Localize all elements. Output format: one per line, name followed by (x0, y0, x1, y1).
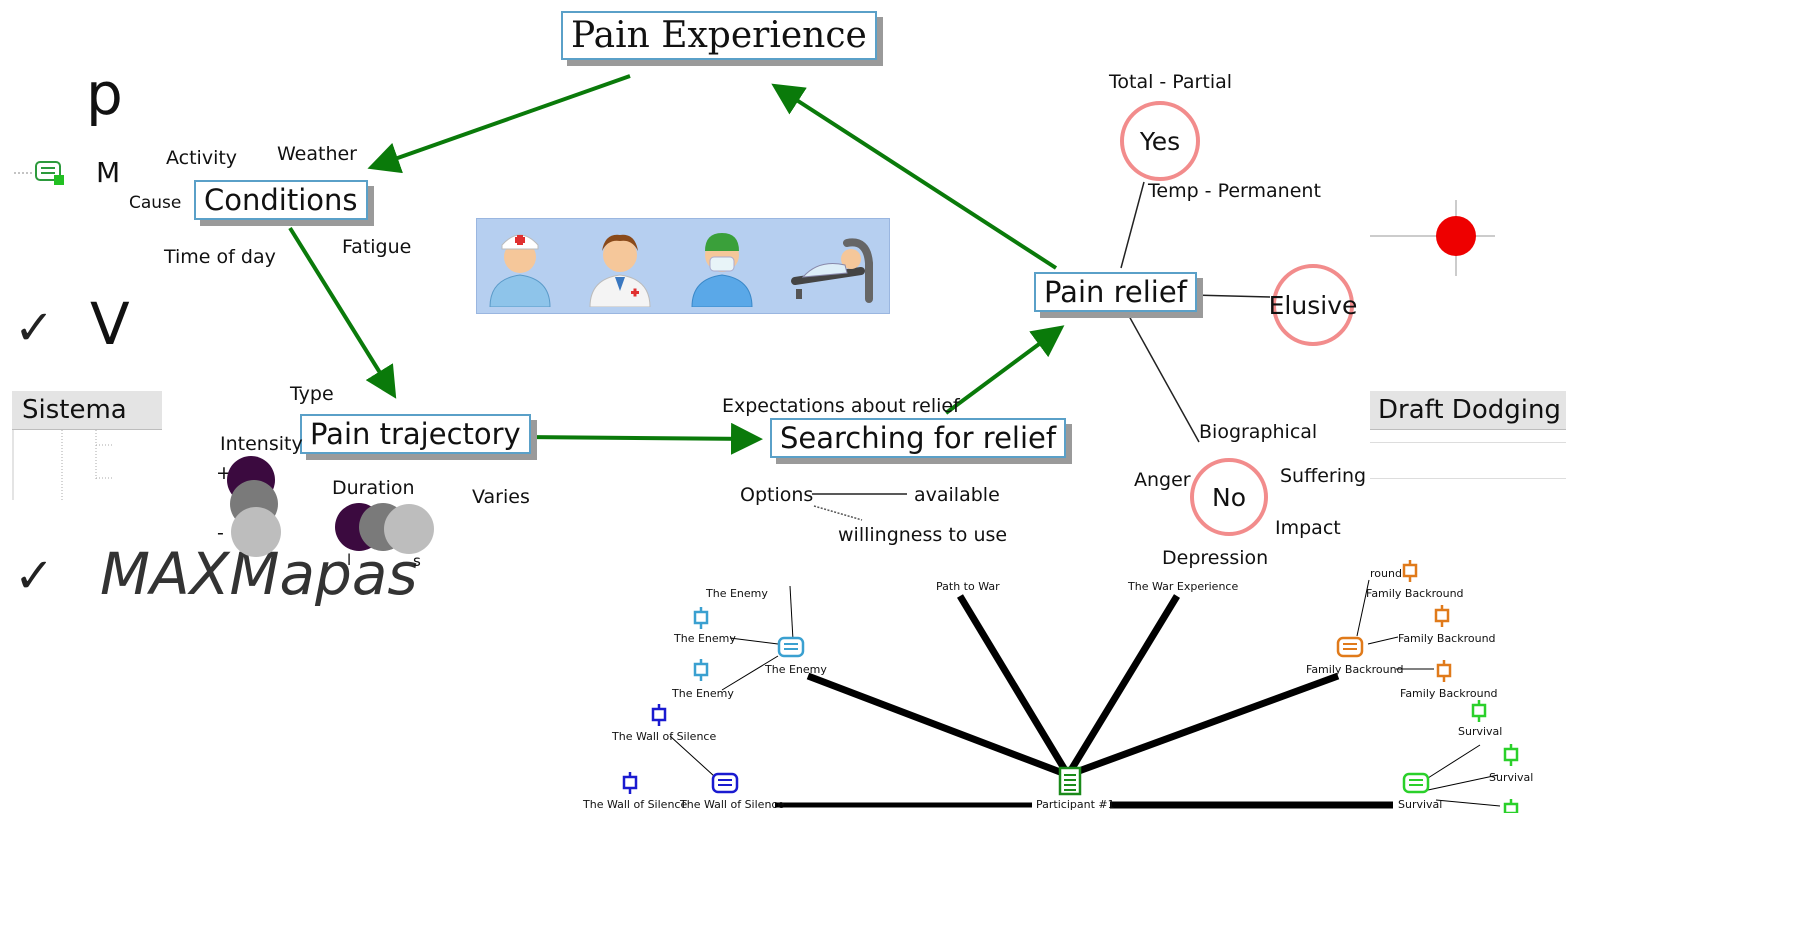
slide-text-line-m: M (96, 156, 121, 189)
label-family-backround: Family Backround (1306, 663, 1404, 676)
grid-header-left-label: Sistema (22, 395, 127, 425)
duration-dot-short (384, 504, 434, 554)
label-family-backround-cut: round (1370, 567, 1402, 580)
grid-divider (1370, 442, 1566, 443)
node-searching-for-relief[interactable]: Searching for relief (770, 418, 1067, 459)
label-wall-of-silence: The Wall of Silence (612, 730, 717, 743)
enemy-segment-icon (692, 607, 710, 633)
label-enemy: The Enemy (765, 663, 827, 676)
label-enemy: The Enemy (674, 632, 736, 645)
wall-group-icon (711, 772, 741, 800)
label-family-backround: Family Backround (1398, 632, 1496, 645)
label-impact: Impact (1275, 517, 1341, 539)
surgeon-icon (687, 225, 757, 311)
label-intensity: Intensity (220, 433, 303, 455)
label-wall-of-silence: The Wall of Silence (680, 798, 785, 811)
code-icon (14, 158, 74, 188)
label-survival: Survival (1458, 725, 1503, 738)
node-pain-relief[interactable]: Pain relief (1034, 272, 1197, 313)
label-path-to-war: Path to War (936, 580, 1000, 593)
label-duration-l: l (347, 551, 352, 569)
nurse-icon (485, 225, 555, 311)
node-pain-trajectory[interactable]: Pain trajectory (300, 414, 531, 455)
medical-icons-panel (476, 218, 890, 314)
label-suffering: Suffering (1280, 465, 1367, 487)
slide-text-line-p: p (86, 60, 123, 128)
label-fatigue: Fatigue (342, 236, 412, 258)
label-available: available (914, 484, 1000, 506)
label-intensity-minus: - (217, 522, 224, 544)
intensity-dot-low (231, 507, 281, 557)
red-marker-icon (1370, 200, 1500, 280)
label-duration: Duration (332, 477, 415, 499)
circle-elusive: Elusive (1269, 264, 1357, 346)
doctor-icon (585, 225, 655, 311)
checkmark-icon: ✓ (14, 548, 55, 604)
label-enemy: The Enemy (706, 587, 768, 600)
label-anger: Anger (1134, 469, 1191, 491)
label-participant: Participant #1 (1036, 798, 1115, 811)
label-options: Options (740, 484, 814, 506)
circle-no: No (1190, 458, 1268, 536)
circle-no-label: No (1212, 482, 1246, 512)
label-type: Type (290, 383, 334, 405)
enemy-segment-icon (692, 659, 710, 685)
label-depression: Depression (1162, 547, 1269, 569)
survival-segment-icon (1502, 744, 1520, 770)
wall-segment-icon (621, 772, 639, 798)
label-activity: Activity (166, 147, 238, 169)
label-enemy: The Enemy (672, 687, 734, 700)
label-war-experience: The War Experience (1128, 580, 1239, 593)
participant-document-icon (1058, 766, 1084, 800)
grid-header-right: Draft Dodging (1370, 391, 1566, 430)
grid-tree-lines (12, 430, 162, 500)
label-survival: Survival (1489, 771, 1534, 784)
node-conditions[interactable]: Conditions (194, 180, 368, 221)
grid-divider (1370, 478, 1566, 479)
label-wall-of-silence: The Wall of Silence (583, 798, 688, 811)
patient-bed-icon (789, 229, 879, 309)
label-family-backround: Family Backround (1400, 687, 1498, 700)
label-duration-s: s (413, 552, 421, 570)
grid-header-left: Sistema (12, 391, 162, 430)
label-expectations: Expectations about relief (722, 395, 960, 417)
checkmark-icon: ✓ (14, 300, 55, 356)
label-temp-permanent: Temp - Permanent (1148, 180, 1321, 202)
label-total-partial: Total - Partial (1109, 71, 1233, 93)
label-cause: Cause (129, 193, 182, 213)
family-segment-icon (1401, 560, 1419, 586)
circle-elusive-label: Elusive (1268, 290, 1358, 320)
label-time-of-day: Time of day (164, 246, 276, 268)
label-family-backround: Family Backround (1366, 587, 1464, 600)
survival-group-icon (1402, 772, 1432, 800)
grid-header-right-label: Draft Dodging (1378, 395, 1561, 425)
family-segment-icon (1435, 660, 1453, 686)
node-pain-experience[interactable]: Pain Experience (561, 11, 877, 60)
label-varies: Varies (472, 486, 530, 508)
wall-segment-icon (650, 704, 668, 730)
family-group-icon (1336, 636, 1366, 664)
label-survival: Survival (1398, 798, 1443, 811)
label-biographical: Biographical (1199, 421, 1318, 443)
label-weather: Weather (277, 143, 357, 165)
enemy-group-icon (777, 636, 807, 664)
family-segment-icon (1433, 605, 1451, 631)
slide-text-line-v: V (90, 290, 130, 358)
circle-yes-label: Yes (1139, 126, 1181, 156)
label-willingness: willingness to use (838, 524, 1008, 546)
survival-segment-icon (1502, 798, 1520, 817)
survival-segment-icon (1470, 700, 1488, 726)
circle-yes: Yes (1120, 101, 1200, 181)
